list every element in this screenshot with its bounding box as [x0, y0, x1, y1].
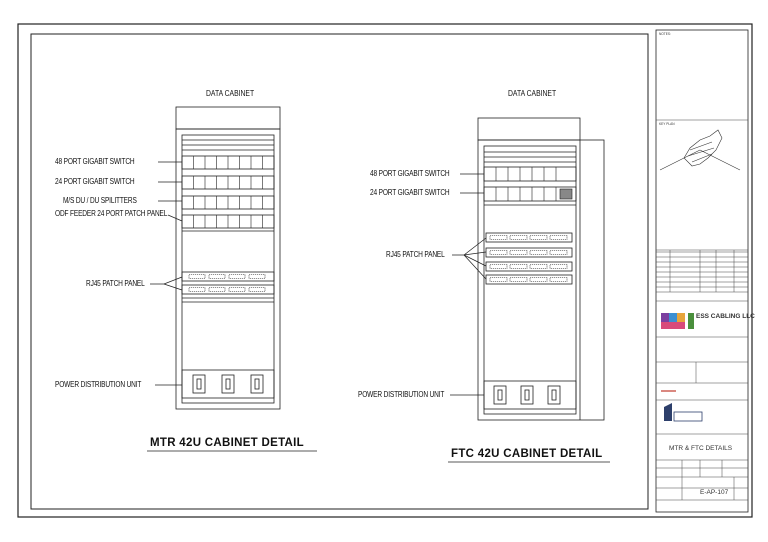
ftc-label-48-port-switch: 48 PORT GIGABIT SWITCH: [370, 169, 450, 178]
mtr-label-pdu: POWER DISTRIBUTION UNIT: [55, 380, 142, 389]
revision-table: [656, 250, 748, 292]
outer-frame: [17, 23, 753, 518]
ftc-pdu-outlets: [493, 385, 561, 405]
notes-header: NOTES:: [659, 32, 671, 36]
ftc-leader-lines: [450, 173, 487, 396]
mtr-detail-title: MTR 42U CABINET DETAIL: [150, 437, 304, 449]
title-block-lines: [656, 119, 748, 501]
company-logo-icon: [661, 313, 694, 329]
ftc-label-pdu: POWER DISTRIBUTION UNIT: [358, 390, 445, 399]
key-plan-sketch: [659, 129, 741, 171]
drawing-title: MTR & FTC DETAILS: [669, 445, 733, 452]
drawing-frame: [30, 33, 649, 510]
mtr-cabinet-header: DATA CABINET: [206, 89, 255, 98]
ftc-label-24-port-switch: 24 PORT GIGABIT SWITCH: [370, 188, 450, 197]
mtr-cabinet: [175, 106, 281, 410]
key-plan-label: KEY PLAN: [659, 122, 675, 126]
drawing-number: E-AP-107: [700, 489, 729, 496]
client-logo-icon: [664, 403, 703, 422]
ftc-cabinet: [477, 117, 605, 421]
company-name: ESS CABLING LLC: [696, 313, 755, 320]
mtr-label-48-port-switch: 48 PORT GIGABIT SWITCH: [55, 157, 135, 166]
mtr-label-splitters: M/S DU / DU SPILITTERS: [63, 196, 137, 205]
mtr-switch-ports: [188, 156, 266, 292]
ftc-cabinet-header: DATA CABINET: [508, 89, 557, 98]
mtr-label-odf-patch-panel: ODF FEEDER 24 PORT PATCH PANEL: [55, 209, 168, 218]
title-block-frame: [655, 29, 749, 513]
mtr-pdu-outlets: [192, 374, 264, 394]
ftc-label-rj45-patch-panel: RJ45 PATCH PANEL: [386, 250, 445, 259]
mtr-label-24-port-switch: 24 PORT GIGABIT SWITCH: [55, 177, 135, 186]
ftc-detail-title: FTC 42U CABINET DETAIL: [451, 448, 603, 460]
ftc-switch-ports: [489, 167, 573, 282]
mtr-label-rj45-patch-panel: RJ45 PATCH PANEL: [86, 279, 145, 288]
mtr-leader-lines: [150, 161, 183, 386]
